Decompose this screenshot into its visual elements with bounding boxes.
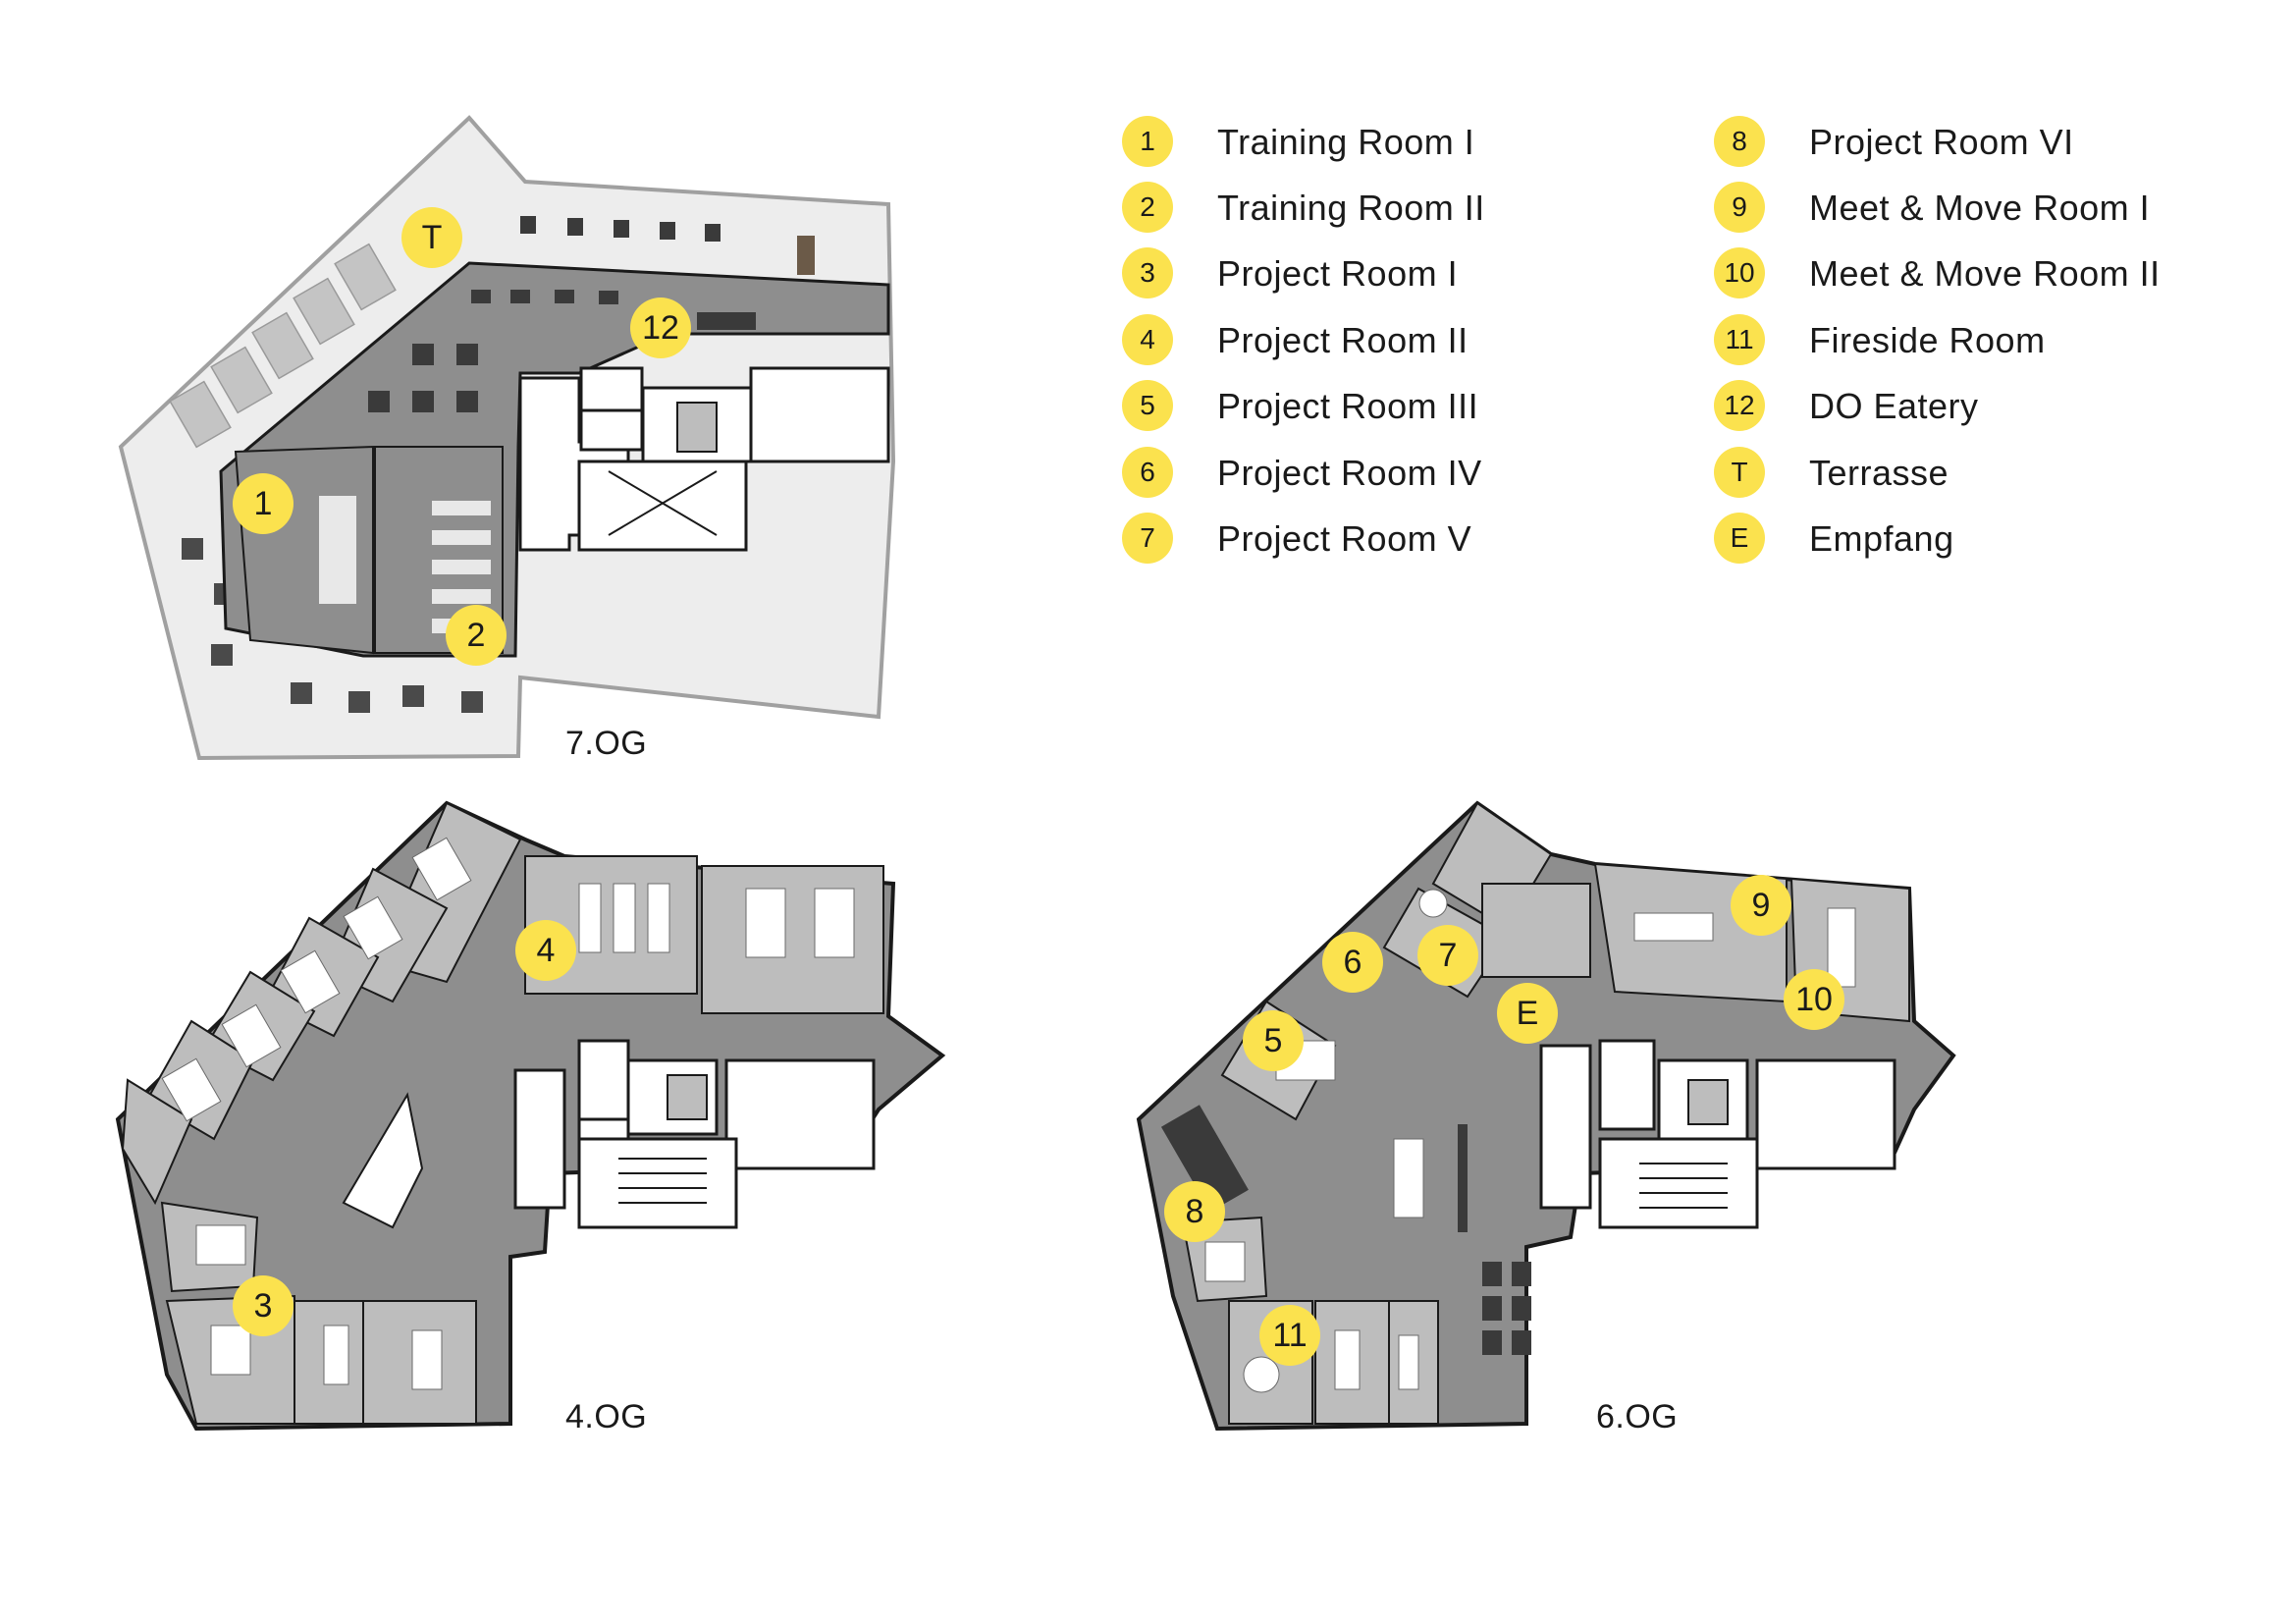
legend-item: 2 Training Room II: [1122, 182, 1672, 241]
legend-item: T Terrasse: [1714, 447, 2264, 506]
floor-plan-7og: [118, 115, 896, 761]
legend-label: Project Room VI: [1809, 122, 2074, 162]
legend-item: 12 DO Eatery: [1714, 380, 2264, 439]
legend-item: 9 Meet & Move Room I: [1714, 182, 2264, 241]
legend-item: 11 Fireside Room: [1714, 314, 2264, 373]
marker-12: 12: [630, 298, 691, 358]
legend-label: Fireside Room: [1809, 320, 2046, 360]
floor-plan-4og: [115, 800, 946, 1432]
marker-label: 5: [1264, 1022, 1283, 1059]
legend-item: E Empfang: [1714, 513, 2264, 571]
marker-5: 5: [1243, 1010, 1304, 1071]
legend-badge: 6: [1122, 447, 1173, 498]
legend-badge: 12: [1714, 380, 1765, 431]
marker-8: 8: [1164, 1181, 1225, 1242]
legend-label: Project Room V: [1217, 518, 1472, 559]
legend-item: 10 Meet & Move Room II: [1714, 247, 2264, 306]
marker-T: T: [401, 207, 462, 268]
legend-badge: 3: [1122, 247, 1173, 298]
floor-label-7og: 7.OG: [565, 725, 648, 762]
legend-label: Training Room I: [1217, 122, 1475, 162]
legend-item: 5 Project Room III: [1122, 380, 1672, 439]
marker-label: 1: [254, 485, 273, 522]
legend-item: 1 Training Room I: [1122, 116, 1672, 175]
legend-badge: 7: [1122, 513, 1173, 564]
marker-2: 2: [446, 605, 507, 666]
legend-badge: 1: [1122, 116, 1173, 167]
legend-badge: 9: [1714, 182, 1765, 233]
marker-E: E: [1497, 983, 1558, 1044]
marker-label: 9: [1752, 887, 1771, 924]
marker-label: 11: [1272, 1317, 1307, 1354]
marker-label: 12: [642, 309, 679, 347]
legend-item: 3 Project Room I: [1122, 247, 1672, 306]
marker-9: 9: [1731, 875, 1791, 936]
marker-label: 6: [1344, 944, 1362, 981]
legend-label: Project Room II: [1217, 320, 1468, 360]
marker-1: 1: [233, 473, 294, 534]
legend-label: Training Room II: [1217, 188, 1485, 228]
floor-label-6og: 6.OG: [1596, 1398, 1679, 1435]
legend-item: 6 Project Room IV: [1122, 447, 1672, 506]
marker-label: E: [1517, 995, 1539, 1032]
marker-label: 4: [537, 932, 556, 969]
legend-item: 4 Project Room II: [1122, 314, 1672, 373]
legend-badge: 8: [1714, 116, 1765, 167]
legend-badge: 5: [1122, 380, 1173, 431]
marker-label: 7: [1439, 937, 1458, 974]
legend-item: 7 Project Room V: [1122, 513, 1672, 571]
marker-11: 11: [1259, 1305, 1320, 1366]
marker-label: 2: [467, 617, 486, 654]
legend-label: DO Eatery: [1809, 386, 1979, 426]
legend-badge: T: [1714, 447, 1765, 498]
legend-badge: 4: [1122, 314, 1173, 365]
meeting-table-triangle: [342, 1092, 424, 1229]
marker-label: 10: [1795, 981, 1833, 1018]
marker-3: 3: [233, 1275, 294, 1336]
legend-label: Project Room III: [1217, 386, 1479, 426]
legend-label: Project Room I: [1217, 253, 1459, 294]
legend-badge: E: [1714, 513, 1765, 564]
marker-4: 4: [515, 920, 576, 981]
marker-7: 7: [1417, 925, 1478, 986]
legend-label: Project Room IV: [1217, 453, 1482, 493]
legend-label: Terrasse: [1809, 453, 1949, 493]
marker-label: T: [422, 219, 443, 256]
floor-label-4og: 4.OG: [565, 1398, 648, 1435]
marker-10: 10: [1784, 969, 1844, 1030]
legend-label: Empfang: [1809, 518, 1954, 559]
marker-label: 3: [254, 1287, 273, 1325]
legend-badge: 10: [1714, 247, 1765, 298]
legend-item: 8 Project Room VI: [1714, 116, 2264, 175]
marker-label: 8: [1186, 1193, 1204, 1230]
legend-label: Meet & Move Room II: [1809, 253, 2161, 294]
legend-badge: 2: [1122, 182, 1173, 233]
marker-6: 6: [1322, 932, 1383, 993]
legend-label: Meet & Move Room I: [1809, 188, 2151, 228]
legend-badge: 11: [1714, 314, 1765, 365]
